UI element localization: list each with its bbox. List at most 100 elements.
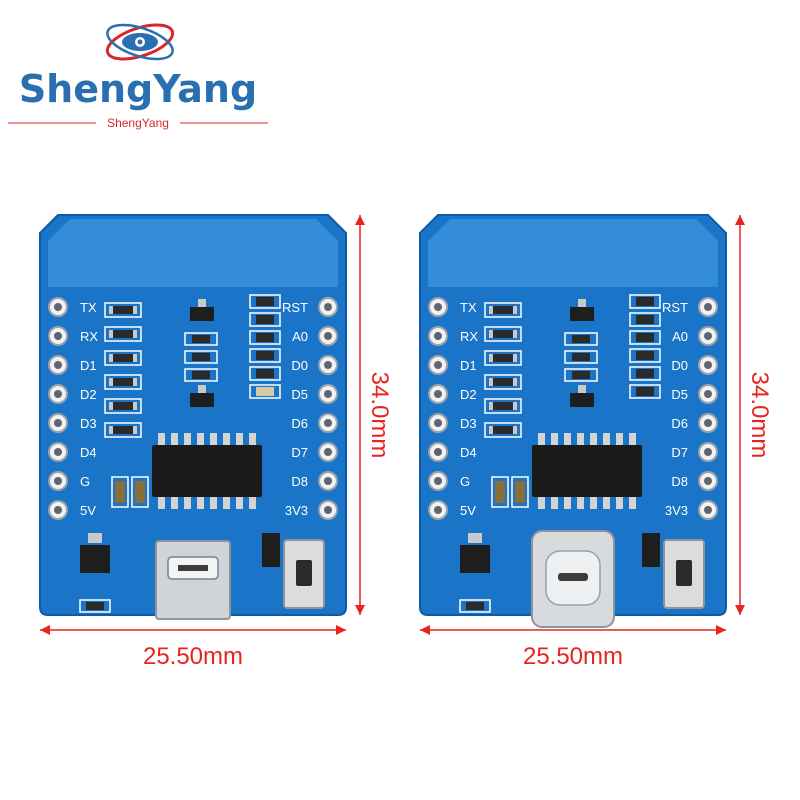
pin-label-right: D7 bbox=[291, 445, 308, 460]
pin-label-right: 3V3 bbox=[665, 503, 688, 518]
resistor-pad bbox=[489, 402, 493, 410]
resistor-outline bbox=[629, 312, 661, 327]
dimension-arrow-top bbox=[735, 215, 745, 225]
pin-hole-center bbox=[704, 303, 712, 311]
resistor bbox=[572, 371, 590, 379]
resistor-pad bbox=[513, 354, 517, 362]
ic-pin bbox=[577, 433, 584, 447]
resistor-outline bbox=[104, 398, 142, 414]
resistor bbox=[636, 333, 654, 342]
resistor-pad bbox=[109, 402, 113, 410]
width-dimension-label: 25.50mm bbox=[523, 643, 623, 670]
resistor-pad bbox=[513, 426, 517, 434]
transistor-lead bbox=[198, 299, 206, 307]
resistor-pad bbox=[133, 330, 137, 338]
main-ic-chip bbox=[152, 445, 262, 497]
pin-label-left: D4 bbox=[80, 445, 97, 460]
height-dimension-label: 34.0mm bbox=[366, 372, 393, 459]
resistor-outline bbox=[484, 398, 522, 414]
resistor bbox=[572, 335, 590, 343]
resistor-pad bbox=[513, 402, 517, 410]
ic-pin bbox=[577, 495, 584, 509]
resistor-outline bbox=[564, 350, 598, 364]
dimension-arrow-right bbox=[716, 625, 726, 635]
resistor bbox=[192, 335, 210, 343]
pin-label-right: D6 bbox=[671, 416, 688, 431]
ic-pin bbox=[197, 433, 204, 447]
pin-hole-center bbox=[54, 332, 62, 340]
resistor bbox=[636, 315, 654, 324]
pin-label-left: RX bbox=[80, 329, 98, 344]
pin-hole-center bbox=[54, 390, 62, 398]
pin-hole-center bbox=[434, 303, 442, 311]
resistor bbox=[636, 369, 654, 378]
resistor-pad bbox=[133, 354, 137, 362]
resistor bbox=[636, 351, 654, 360]
resistor bbox=[493, 426, 513, 434]
pin-label-left: TX bbox=[460, 300, 477, 315]
transistor bbox=[570, 393, 594, 407]
resistor bbox=[493, 330, 513, 338]
pin-hole-center bbox=[54, 303, 62, 311]
capacitor bbox=[135, 481, 145, 503]
resistor-pad bbox=[109, 306, 113, 314]
pin-label-left: D3 bbox=[80, 416, 97, 431]
ic-pin bbox=[184, 433, 191, 447]
ic-pin bbox=[616, 433, 623, 447]
pin-label-right: D7 bbox=[671, 445, 688, 460]
resistor-outline bbox=[629, 348, 661, 363]
ic-pin bbox=[158, 433, 165, 447]
pin-hole-center bbox=[324, 506, 332, 514]
pin-hole-center bbox=[54, 448, 62, 456]
dimension-arrow-left bbox=[420, 625, 430, 635]
resistor-outline bbox=[564, 368, 598, 382]
resistor-outline bbox=[104, 350, 142, 366]
resistor bbox=[493, 354, 513, 362]
pin-label-left: D1 bbox=[80, 358, 97, 373]
ic-pin bbox=[236, 433, 243, 447]
resistor-outline bbox=[629, 330, 661, 345]
resistor bbox=[192, 353, 210, 361]
resistor-pad bbox=[133, 378, 137, 386]
micro-usb-connector bbox=[155, 540, 231, 620]
resistor-outline bbox=[629, 366, 661, 381]
main-ic-chip bbox=[532, 445, 642, 497]
height-dimension-label: 34.0mm bbox=[746, 372, 773, 459]
reset-button-actuator bbox=[296, 560, 312, 586]
dimension-arrow-right bbox=[336, 625, 346, 635]
antenna-area bbox=[428, 219, 718, 287]
pin-label-right: D5 bbox=[671, 387, 688, 402]
ic-pin bbox=[158, 495, 165, 509]
pin-label-left: RX bbox=[460, 329, 478, 344]
resistor-pad bbox=[489, 330, 493, 338]
pin-hole-center bbox=[434, 419, 442, 427]
capacitor-outline bbox=[491, 476, 509, 508]
pin-hole-center bbox=[704, 419, 712, 427]
resistor-pad bbox=[489, 354, 493, 362]
transistor bbox=[190, 393, 214, 407]
ic-pin bbox=[616, 495, 623, 509]
resistor-outline bbox=[104, 422, 142, 438]
resistor-outline bbox=[249, 348, 281, 363]
pin-hole-center bbox=[434, 448, 442, 456]
resistor bbox=[636, 297, 654, 306]
pin-hole-center bbox=[324, 332, 332, 340]
pin-hole-center bbox=[324, 390, 332, 398]
capacitor-outline bbox=[111, 476, 129, 508]
resistor-outline bbox=[249, 384, 281, 399]
pin-label-right: D0 bbox=[291, 358, 308, 373]
capacitor-outline bbox=[131, 476, 149, 508]
pin-label-left: D2 bbox=[460, 387, 477, 402]
ic-pin bbox=[590, 433, 597, 447]
resistor-pad bbox=[109, 426, 113, 434]
ic-pin bbox=[223, 433, 230, 447]
reset-button-actuator bbox=[676, 560, 692, 586]
pin-label-left: 5V bbox=[80, 503, 96, 518]
resistor bbox=[493, 306, 513, 314]
resistor-pad bbox=[489, 306, 493, 314]
ic-pin bbox=[629, 433, 636, 447]
resistor-outline bbox=[104, 302, 142, 318]
pin-hole-center bbox=[704, 332, 712, 340]
brand-name: ShengYang bbox=[19, 67, 257, 111]
